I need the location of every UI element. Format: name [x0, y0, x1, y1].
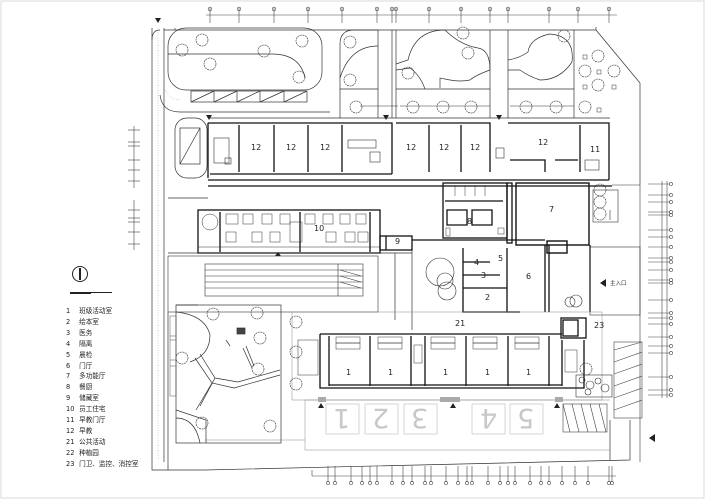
legend-item: 9 储藏室	[66, 394, 99, 403]
top-dimension-line	[206, 6, 617, 23]
kitchen-details	[445, 185, 505, 237]
legend-item: 10 员工住宅	[66, 405, 106, 414]
site-boundary	[151, 27, 641, 471]
legend-item: 12 早教	[66, 426, 93, 435]
courtyard-circles	[425, 257, 583, 308]
entry-arrow	[275, 252, 281, 256]
legend-item: 4 隔离	[66, 339, 93, 348]
entry-arrow	[554, 403, 560, 408]
parking-number: 5	[517, 402, 535, 433]
trees-top-left	[175, 33, 309, 84]
bottom-dimension-line	[311, 466, 616, 485]
entry-arrow	[206, 115, 212, 120]
legend-item: 23 门卫、监控、消控室	[66, 459, 139, 468]
room-label: 9	[395, 237, 401, 246]
legend-item: 8 餐厨	[66, 383, 93, 392]
room-label: 12	[538, 138, 549, 147]
entry-arrow	[496, 115, 502, 120]
left-dimension-line	[128, 126, 140, 250]
parking-number: 3	[411, 402, 429, 433]
room-label: 3	[481, 271, 487, 280]
garden-top-middle	[210, 29, 610, 119]
room-label: 12	[286, 143, 297, 152]
trees-west	[175, 306, 303, 433]
entry-arrow	[649, 434, 655, 442]
room-label: 6	[526, 272, 532, 281]
door-mat	[555, 397, 563, 402]
room-label: 8	[467, 217, 473, 226]
room-label: 12	[251, 143, 262, 152]
south-building	[319, 333, 585, 389]
room-label: 2	[485, 293, 491, 302]
room-label: 12	[439, 143, 450, 152]
west-wall-details	[169, 315, 177, 397]
room-label: 1	[388, 368, 394, 377]
gate-room	[560, 317, 587, 339]
entry-arrow	[450, 403, 456, 408]
west-playground	[175, 304, 282, 444]
legend-item: 22 种植园	[66, 448, 99, 457]
staff-housing	[197, 209, 381, 254]
entry-arrow	[318, 403, 324, 408]
legend-item: 1 班级活动室	[66, 307, 113, 315]
legend-item: 7 多功能厅	[66, 372, 106, 381]
room-label: 7	[549, 205, 555, 214]
door-mat	[318, 397, 326, 402]
room-label: 12	[470, 143, 481, 152]
north-entry-arrow	[155, 18, 161, 23]
site-lines	[167, 197, 413, 470]
tree-grid-squares	[360, 54, 617, 113]
north-arrow-icon	[72, 266, 88, 282]
north-building	[207, 122, 612, 187]
room-label: 23	[594, 321, 605, 330]
play-track	[167, 255, 379, 313]
legend-item: 6 门厅	[66, 361, 93, 370]
room-label: 12	[406, 143, 417, 152]
room-label: 1	[346, 368, 352, 377]
room-label: 1	[443, 368, 449, 377]
planting-area	[575, 362, 613, 398]
garden-top-left	[159, 27, 330, 179]
kitchen-block	[442, 182, 513, 244]
parking-number: 2	[372, 402, 390, 433]
north-building-details	[213, 137, 600, 171]
room-label: 12	[320, 143, 331, 152]
legend-item: 2 绘本室	[66, 317, 99, 326]
room-label: 1	[485, 368, 491, 377]
parking-number: 1	[333, 402, 351, 433]
housing-details	[198, 213, 380, 248]
room-label: 11	[590, 145, 601, 154]
entry-arrow	[383, 115, 389, 120]
legend-item: 21 公共活动	[66, 437, 106, 446]
legend-item: 5 晨检	[66, 350, 93, 359]
room-label: 1	[526, 368, 532, 377]
room-label: 10	[314, 224, 325, 233]
room-label: 5	[498, 254, 504, 263]
dotted-path	[157, 30, 181, 460]
right-dimension-line	[648, 181, 673, 398]
vehicle-ramp	[562, 341, 643, 433]
room-label: 21	[455, 319, 466, 328]
entrance-canopy	[589, 184, 641, 462]
scale-bar	[70, 292, 112, 294]
legend: 1 班级活动室 2 绘本室 3 医务 4 隔离 5 晨检 6 门厅 7 多功能厅…	[66, 306, 206, 470]
legend-item: 11 早教门厅	[66, 416, 106, 425]
legend-item: 3 医务	[66, 328, 93, 337]
door-mat	[440, 397, 460, 402]
main-entrance-label: 主入口	[610, 281, 627, 287]
main-entrance-arrow	[600, 279, 606, 287]
parking-stalls	[325, 403, 544, 435]
multipurpose-hall	[515, 182, 590, 254]
room-label: 4	[474, 258, 480, 267]
trees-top-middle	[343, 26, 621, 221]
storage-room	[379, 235, 413, 251]
parking-number: 4	[480, 402, 498, 433]
classroom-details	[297, 336, 578, 376]
